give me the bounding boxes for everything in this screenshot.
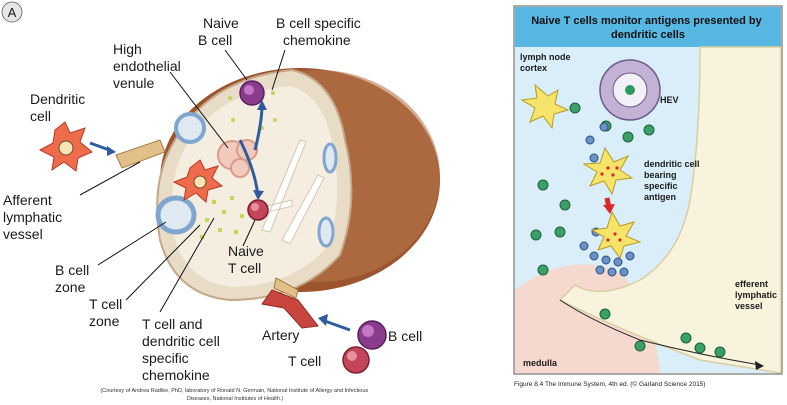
hev-vessel [599, 59, 661, 121]
panel-letter-badge [1, 1, 23, 23]
follicle [155, 195, 197, 235]
follicle [322, 142, 338, 174]
label-hev: HEV [660, 95, 679, 105]
arrowhead [603, 204, 615, 214]
arrowhead [257, 100, 267, 110]
artery [261, 277, 319, 329]
label-naive-b-cell: Naive B cell [198, 15, 243, 48]
b-cell [357, 320, 387, 350]
arrowhead [253, 190, 264, 200]
label-b-cell-zone: B cell zone [55, 262, 93, 295]
label-efferent-vessel: efferent lymphatic vessel [735, 279, 780, 311]
arrowhead [318, 314, 328, 326]
panel-b-title-bar [515, 7, 781, 47]
credit-line: (Courtesy of Andrea Radtke, PhD, laborat… [100, 388, 369, 402]
label-b-cell: B cell [388, 328, 422, 344]
node-interior [171, 86, 338, 287]
dendritic-cell-in-node [172, 159, 224, 203]
dendritic-cell-engaged [590, 210, 642, 260]
label-t-cell-zone: T cell zone [89, 296, 126, 329]
naive-t-cell-in-node [247, 199, 269, 221]
panel-b-title: Naive T cells monitor antigens presented… [531, 15, 765, 41]
follicle [174, 112, 206, 144]
panel-letter: A [8, 5, 17, 20]
blue-cells [579, 122, 635, 277]
dendritic-cell [38, 121, 93, 172]
b-cell-follicles [155, 112, 338, 248]
naive-b-cell-in-node [239, 80, 265, 106]
label-dendritic-cell: Dendritic cell [30, 91, 89, 124]
arrowhead [107, 146, 116, 156]
panel-b-caption: Figure 8.4 The Immune System, 4th ed. (©… [514, 380, 705, 388]
afferent-lymphatic-vessel [115, 139, 166, 169]
t-cells [530, 102, 726, 358]
label-afferent-lymphatic-vessel: Afferent lymphatic vessel [3, 192, 66, 242]
label-high-endothelial-venule: High endothelial venule [113, 41, 185, 91]
follicle [317, 216, 335, 248]
label-t-cell: T cell [288, 353, 321, 369]
leader-lines [79, 49, 286, 313]
label-dc-bearing-antigen: dendritic cell bearing specific antigen [644, 159, 702, 202]
label-naive-t-cell: Naive T cell [228, 243, 268, 276]
panel-b: Naive T cells monitor antigens presented… [513, 5, 783, 388]
lymph-node-illustration [155, 68, 440, 302]
dendritic-cell-upper [520, 83, 570, 130]
label-t-and-dc-chemokine: T cell and dendritic cell specific chemo… [142, 316, 224, 383]
flow-arrow [559, 299, 761, 366]
label-lymph-node-cortex: lymph node cortex [520, 52, 573, 73]
label-artery: Artery [262, 327, 299, 343]
label-medulla: medulla [523, 358, 558, 368]
t-cell [342, 346, 370, 374]
label-b-cell-chemokine: B cell specific chemokine [276, 15, 365, 48]
arrowhead [755, 361, 764, 370]
panel-a: A [1, 1, 440, 402]
dendritic-cell-antigen [582, 146, 634, 196]
efferent-vessel [558, 46, 782, 374]
